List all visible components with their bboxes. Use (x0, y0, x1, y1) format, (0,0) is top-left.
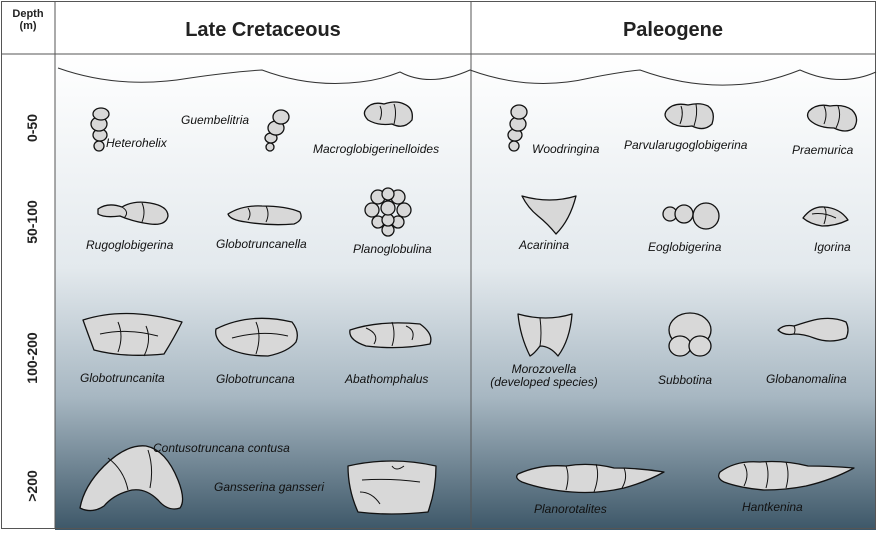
label-hantkenina: Hantkenina (742, 500, 803, 514)
globotruncanita-fossil (83, 313, 182, 356)
label-gansserina: Gansserina gansseri (214, 480, 324, 494)
label-morozovella-line1: Morozovella (512, 362, 577, 376)
depth-zone-0-50: 0-50 (24, 114, 40, 142)
label-praemurica: Praemurica (792, 143, 854, 157)
label-globotruncanella: Globotruncanella (216, 237, 307, 251)
subbotina-fossil (669, 313, 711, 356)
label-acarinina: Acarinina (518, 238, 569, 252)
label-rugoglobigerina: Rugoglobigerina (86, 238, 174, 252)
label-globanomalina: Globanomalina (766, 372, 847, 386)
gansserina-fossil (348, 461, 436, 514)
label-contusotruncana: Contusotruncana contusa (153, 441, 290, 455)
label-heterohelix: Heterohelix (106, 136, 168, 150)
depth-header-line1: Depth (12, 8, 43, 20)
label-woodringina: Woodringina (532, 142, 600, 156)
label-guembelitria: Guembelitria (181, 113, 249, 127)
label-planoglobulina: Planoglobulina (353, 242, 432, 256)
depth-zone-over-200: >200 (24, 470, 40, 502)
period-header-late-cretaceous: Late Cretaceous (185, 19, 341, 41)
label-globotruncanita: Globotruncanita (80, 371, 165, 385)
label-parvularugoglobigerina: Parvularugoglobigerina (624, 138, 748, 152)
period-header-paleogene: Paleogene (623, 19, 723, 41)
label-igorina: Igorina (814, 240, 851, 254)
label-subbotina: Subbotina (658, 373, 712, 387)
water-column (55, 54, 876, 530)
label-planorotalites: Planorotalites (534, 502, 607, 516)
label-macroglobigerinelloides: Macroglobigerinelloides (313, 142, 439, 156)
label-abathomphalus: Abathomphalus (344, 372, 428, 386)
depth-header-line2: (m) (19, 20, 36, 32)
depth-zone-100-200: 100-200 (24, 332, 40, 384)
label-eoglobigerina: Eoglobigerina (648, 240, 722, 254)
label-globotruncana: Globotruncana (216, 372, 295, 386)
depth-zone-50-100: 50-100 (24, 200, 40, 244)
label-morozovella-line2: (developed species) (490, 375, 597, 389)
